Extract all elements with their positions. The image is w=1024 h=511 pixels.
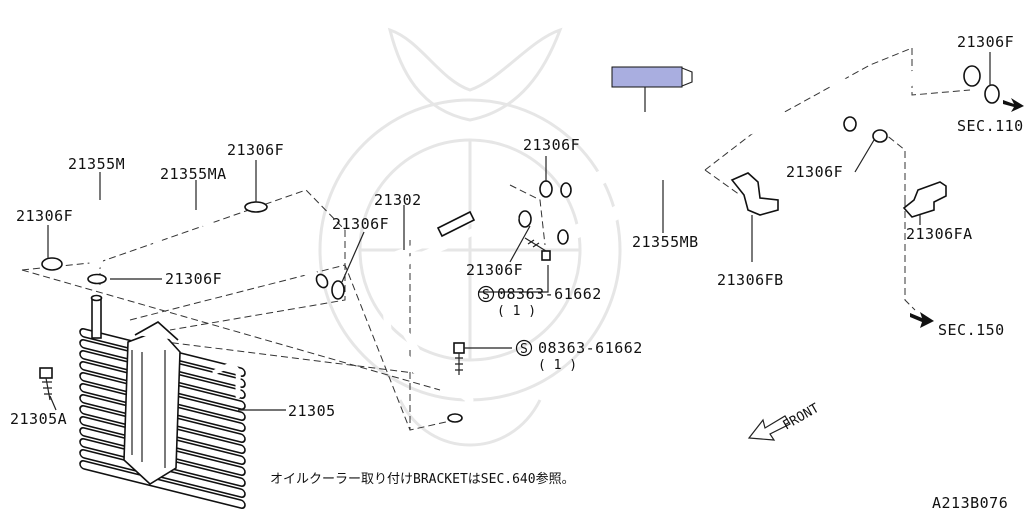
front-arrow-icon [747,415,791,441]
oil-cooler-21305 [79,294,246,510]
label-21306f-left: 21306F [16,207,73,225]
bolt-icon-upper [524,237,551,261]
cooler-fin [79,459,246,510]
label-21306f-top-left: 21306F [227,141,284,159]
bolt-symbol: S [482,288,490,303]
front-direction-arrow [747,415,791,441]
label-21355ma: 21355MA [160,165,227,183]
hose-21355ma [150,205,329,289]
bolt-21305a [39,367,53,401]
hose-21355m [89,201,109,269]
section-ref-110: SEC.110 [957,117,1024,135]
label-21305: 21305 [288,402,336,420]
hose-clamp-icon [539,180,553,198]
label-21306f-cross: 21306F [332,215,389,233]
hose-clamp-icon [87,273,107,285]
hose-clamp-icon [244,201,268,213]
hose-clamp-icon [984,84,1000,104]
bolt-part-number: 08363-61662 [538,339,643,357]
label-21305a: 21305A [10,410,67,428]
bolt-symbol: S [520,342,528,357]
assembly-dashed-lines [21,47,971,431]
bolt-part-number: 08363-61662 [497,285,602,303]
label-21306f-pipe: 21306F [466,261,523,279]
hose-clamp-icon [872,129,888,143]
label-21302: 21302 [374,191,422,209]
oil-cooler-tube-21302 [378,199,523,423]
highlight-tag [611,66,693,112]
arrow-to-sec110-icon [1003,98,1024,112]
figure-code: A213B076 [932,494,1008,511]
hose-clamp-icon [518,210,532,228]
label-21306f-hose: 21306F [523,136,580,154]
clamp-icon-group [41,84,1000,300]
section-arrows [910,98,1024,328]
section-ref-150: SEC.150 [938,321,1005,339]
arrow-to-sec150-icon [910,312,934,328]
bracket-21306fa [902,181,947,218]
label-21306f-right: 21306F [786,163,843,181]
label-21355m: 21355M [68,155,125,173]
label-21306fa: 21306FA [906,225,973,243]
hose-clamp-icon [41,257,63,271]
part-labels: 21355M 21355MA 21306F 21306F 21306F 2130… [10,33,1024,511]
hose-21355mb [556,59,981,245]
label-21355mb: 21355MB [632,233,699,251]
bolt-callout-lower: S 08363-61662 ( 1 ) [515,339,643,373]
bracket-note: オイルクーラー取り付けBRACKETはSEC.640参照。 [270,471,575,487]
bolt-quantity: ( 1 ) [538,358,577,373]
bolt-callout-upper: S 08363-61662 ( 1 ) [477,285,602,319]
bracket-21306fb [730,172,779,216]
label-21306f-top-right: 21306F [957,33,1014,51]
label-21306fb: 21306FB [717,271,784,289]
hose-clamp-icon [331,280,345,300]
bolt-quantity: ( 1 ) [497,304,536,319]
front-label: FRONT [781,401,823,434]
label-21306f-mid: 21306F [165,270,222,288]
leader-lines [47,52,991,411]
